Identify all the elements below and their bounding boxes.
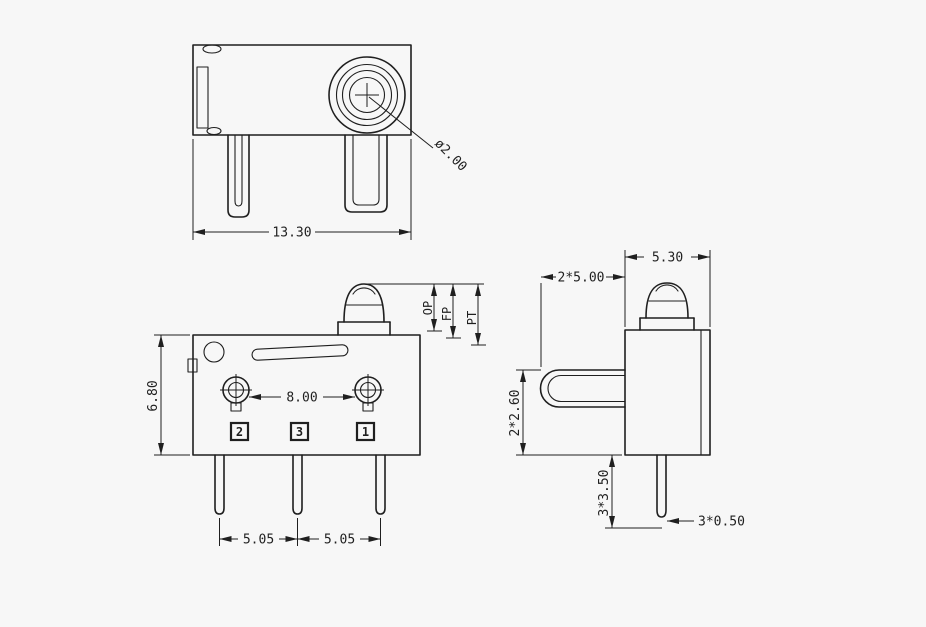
dim-lever-span: 2*2.60: [508, 390, 523, 437]
top-leg-left-inner: [234, 134, 243, 207]
dim-lever-length: 2*5.00: [558, 271, 605, 286]
pivot-hole: [203, 341, 225, 363]
terminal-number-1: 1: [355, 421, 376, 442]
front-leg-2: [292, 454, 303, 515]
dim-terminal-pitch: 8.00: [286, 391, 317, 406]
plunger-circle-2: [335, 63, 399, 127]
top-corner-detail-upper: [202, 44, 222, 54]
plunger-dome-cap: [655, 284, 679, 292]
label-pt: PT: [465, 311, 479, 325]
side-notch: [187, 358, 198, 373]
plunger-circle-3: [341, 69, 393, 121]
side-body-outline: [624, 329, 711, 456]
dim-overall-width: 13.30: [272, 226, 311, 241]
side-leg: [656, 454, 667, 518]
lever-arm-outer: [539, 369, 626, 408]
top-view: 13.30 ø2.00: [192, 44, 470, 241]
terminal-number-2: 2: [229, 421, 250, 442]
number-label: 2: [236, 425, 243, 439]
dim-body-width: 5.30: [652, 251, 683, 266]
side-view: 5.30 2*5.00 2*2.60 3*3.50 3*0.50: [508, 250, 745, 530]
terminal-stem: [230, 402, 242, 412]
top-body-outline: [192, 44, 412, 136]
dim-pin-length: 3*3.50: [597, 470, 612, 517]
front-body-outline: [192, 334, 421, 456]
front-leg-1: [214, 454, 225, 515]
terminal-right: [352, 374, 384, 412]
lever-arm-inner: [547, 374, 626, 403]
dim-body-height: 6.80: [146, 380, 161, 411]
dim-pin-pitch-left: 5.05: [243, 533, 274, 548]
front-view: OP FP PT 8.00 2: [146, 283, 486, 548]
top-corner-detail-lower: [206, 126, 222, 136]
top-leg-right-inner: [352, 134, 380, 206]
top-leg-left: [227, 134, 250, 218]
internal-spring-lever: [251, 344, 349, 361]
plunger-circle-outer: [328, 56, 406, 134]
label-op: OP: [421, 301, 435, 315]
plunger-dome: [645, 282, 689, 319]
number-box: [355, 421, 376, 442]
plunger-dome-cap: [352, 287, 376, 295]
dim-plunger-diameter: ø2.00: [431, 136, 469, 174]
label-fp: FP: [440, 307, 454, 321]
number-box: [229, 421, 250, 442]
plunger-circle-inner: [348, 76, 386, 114]
number-box: [289, 421, 310, 442]
dim-pin-width: 3*0.50: [698, 515, 745, 530]
top-leg-right: [344, 134, 388, 213]
dim-pin-pitch-right: 5.05: [324, 533, 355, 548]
top-left-slot: [196, 66, 209, 129]
front-leg-3: [375, 454, 386, 515]
number-label: 3: [296, 425, 303, 439]
leader-line: [368, 96, 434, 149]
plunger-dome: [343, 283, 385, 323]
terminal-number-3: 3: [289, 421, 310, 442]
terminal-left: [220, 374, 252, 412]
terminal-stem: [362, 402, 374, 412]
number-label: 1: [362, 425, 369, 439]
